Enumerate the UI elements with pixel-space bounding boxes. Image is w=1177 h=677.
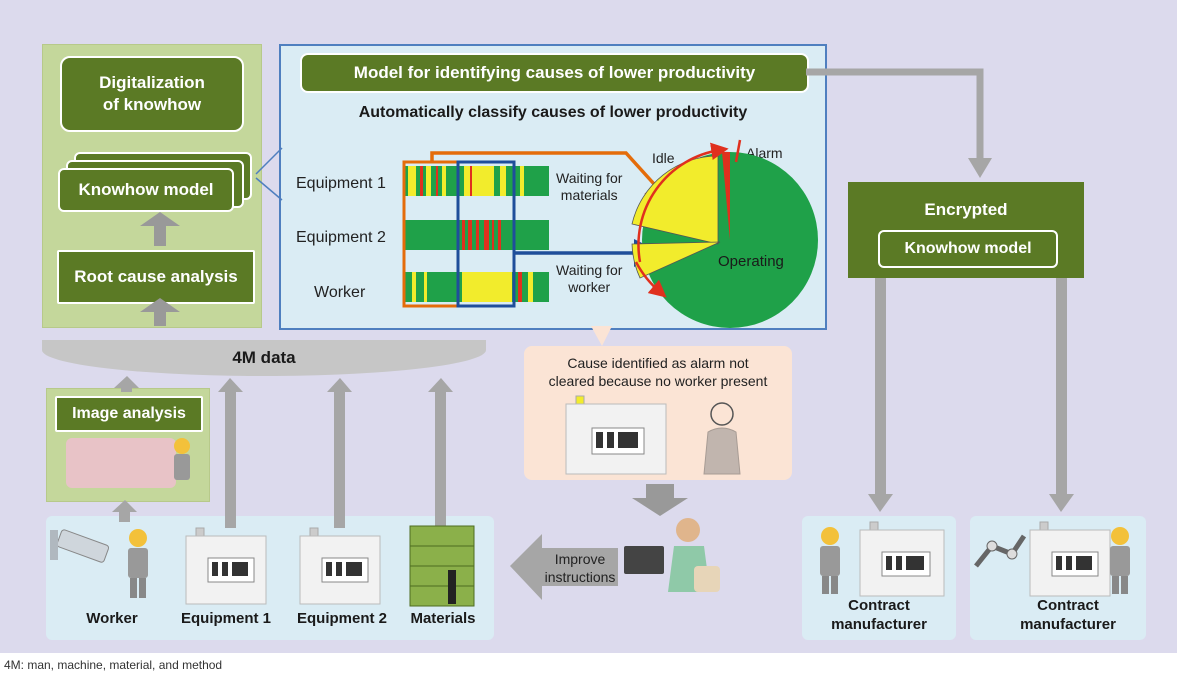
- timeline-equipment-1: [404, 166, 549, 196]
- materials-icon: [409, 525, 475, 607]
- row-label-worker: Worker: [314, 284, 366, 301]
- contract-worker-icon-1: [820, 527, 840, 594]
- worker-arc: [634, 261, 667, 298]
- down-arrow-callout: [632, 484, 688, 516]
- contract-label-2: Contract manufacturer: [1020, 597, 1116, 633]
- laptop-worker-icon: [624, 518, 720, 592]
- label-worker: Worker: [86, 610, 138, 627]
- equipment-icon-1: [185, 527, 267, 605]
- connector-line: [255, 177, 283, 201]
- worker-line-image: [66, 438, 190, 488]
- improve-arrow: [510, 534, 618, 600]
- callout-pointer: [591, 326, 612, 346]
- image-analysis-box: Image analysis: [55, 396, 203, 432]
- callout-equipment-icon: [565, 395, 667, 475]
- highlight-blue: [456, 160, 516, 308]
- robot-arm-icon: [974, 534, 1027, 568]
- timeline-worker: [404, 272, 549, 302]
- operating-label: Operating: [718, 253, 784, 270]
- model-title-box: Model for identifying causes of lower pr…: [300, 53, 809, 93]
- model-subtitle: Automatically classify causes of lower p…: [358, 104, 748, 121]
- improve-label: Improve instructions: [544, 551, 616, 585]
- right-knowhow-model-box: Knowhow model: [878, 230, 1058, 268]
- digitalization-box: Digitalization of knowhow: [60, 56, 244, 132]
- waiting-materials-label: Waiting for materials: [556, 170, 623, 203]
- contract-worker-icon-2: [1110, 527, 1130, 594]
- waiting-worker-label: Waiting for worker: [556, 262, 623, 295]
- root-cause-box: Root cause analysis: [57, 250, 255, 304]
- up-arrows-equipment: [112, 376, 453, 528]
- up-arrow-knowhow: [140, 212, 180, 246]
- up-arrow-rootcause: [140, 298, 180, 326]
- callout-text: Cause identified as alarm not cleared be…: [548, 355, 768, 389]
- contract-equipment-icon-1: [859, 521, 945, 597]
- contract-label-1: Contract manufacturer: [831, 597, 927, 633]
- label-equipment-1: Equipment 1: [180, 610, 271, 627]
- worker-icon: [128, 529, 148, 598]
- timeline-equipment-2: [404, 220, 549, 250]
- row-label-equipment-1: Equipment 1: [296, 175, 386, 192]
- contract-equipment-icon-2: [1029, 521, 1111, 597]
- callout-worker-outline-icon: [703, 402, 741, 475]
- idle-arc: [637, 142, 729, 263]
- connector-line: [255, 147, 283, 175]
- label-equipment-2: Equipment 2: [296, 610, 387, 627]
- idle-label: Idle: [652, 150, 675, 166]
- alarm-pointer: [734, 139, 742, 163]
- label-materials: Materials: [410, 610, 476, 627]
- encrypted-label: Encrypted: [924, 200, 1008, 219]
- 4m-data-label: 4M data: [232, 348, 296, 367]
- camera-icon: [50, 529, 110, 563]
- equipment-icon-2: [299, 527, 381, 605]
- knowhow-model-box: Knowhow model: [58, 168, 234, 212]
- row-label-equipment-2: Equipment 2: [296, 229, 386, 246]
- footnote: 4M: man, machine, material, and method: [4, 658, 223, 672]
- operating-pie-chart: [631, 151, 818, 328]
- down-arrows-contract: [868, 278, 1074, 512]
- orange-arrow: [430, 151, 674, 206]
- arrow-to-encrypted: [806, 68, 984, 160]
